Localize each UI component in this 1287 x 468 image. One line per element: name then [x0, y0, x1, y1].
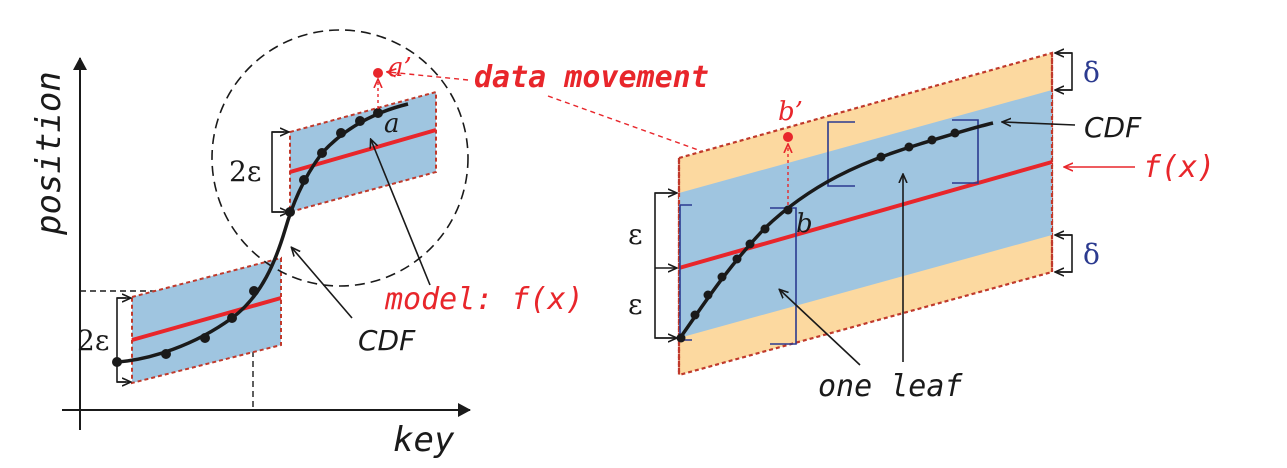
error-bracket: [952, 119, 979, 184]
data-point: [876, 152, 886, 162]
data-point: [783, 205, 793, 215]
one-leaf-label: one leaf: [818, 369, 963, 404]
point-a-prime-label: a’: [388, 53, 412, 83]
eps-label-upper: ε: [628, 218, 643, 251]
cdf-points-right: [676, 128, 960, 343]
two-eps-label-upper: 2ε: [229, 155, 261, 188]
data-point: [200, 333, 210, 343]
data-point: [717, 272, 727, 282]
point-b-label: b: [796, 209, 813, 239]
data-point: [161, 349, 171, 359]
error-bracket: [770, 207, 797, 345]
data-movement-annotation: data movement: [388, 60, 779, 179]
cdf-curve-right: [678, 121, 994, 340]
model-label: model: f(x): [384, 282, 584, 317]
leaf-model-line: [678, 160, 1053, 270]
data-point: [317, 148, 327, 158]
point-a-prime: [373, 68, 383, 78]
cdf-right-pointer: [1003, 122, 1076, 125]
fx-right-label: f(x): [1143, 150, 1215, 185]
one-leaf-pointer-left: [780, 290, 861, 366]
error-brackets: [679, 119, 979, 345]
cdf-left-pointer: [292, 248, 353, 319]
error-bracket: [827, 121, 855, 187]
data-point: [927, 135, 937, 145]
two-eps-label-lower: 2ε: [77, 324, 109, 357]
two-eps-bracket-lower: [116, 297, 126, 383]
data-point: [676, 333, 686, 343]
data-point: [249, 286, 259, 296]
two-eps-bracket-upper: [271, 131, 284, 213]
data-point: [950, 128, 960, 138]
eps-bracket: [654, 192, 676, 339]
left-panel: position key: [29, 29, 584, 460]
data-movement-label: data movement: [474, 60, 709, 95]
delta-bracket-upper: [1056, 52, 1073, 91]
right-panel: b’ b ε ε δ δ CDF f(x) one leaf: [628, 53, 1215, 404]
model-pointer: [371, 140, 431, 286]
cdf-right-label: CDF: [1084, 111, 1142, 144]
error-bracket: [679, 204, 692, 341]
data-point: [745, 239, 755, 249]
y-axis-label: position: [29, 71, 69, 236]
data-point: [760, 224, 770, 234]
data-point: [703, 290, 713, 300]
data-point: [299, 175, 309, 185]
x-axis-label: key: [393, 420, 455, 460]
data-point: [227, 313, 237, 323]
delta-bracket-lower: [1056, 234, 1073, 273]
data-movement-pointer-right: [547, 95, 779, 179]
segment-model-line-lower: [131, 296, 282, 342]
point-a-label: a: [384, 109, 400, 139]
delta-label-upper: δ: [1083, 56, 1100, 89]
data-point: [732, 254, 742, 264]
data-point: [336, 128, 346, 138]
cdf-left-label: CDF: [358, 324, 416, 357]
data-movement-pointer-left: [388, 72, 469, 81]
data-point: [355, 116, 365, 126]
zoom-circle: [211, 29, 469, 287]
data-point: [690, 310, 700, 320]
point-b-prime: [783, 132, 793, 142]
point-b-prime-label: b’: [778, 97, 803, 127]
delta-label-lower: δ: [1083, 238, 1100, 271]
data-point: [904, 142, 914, 152]
eps-label-lower: ε: [628, 288, 643, 321]
data-point: [373, 108, 383, 118]
